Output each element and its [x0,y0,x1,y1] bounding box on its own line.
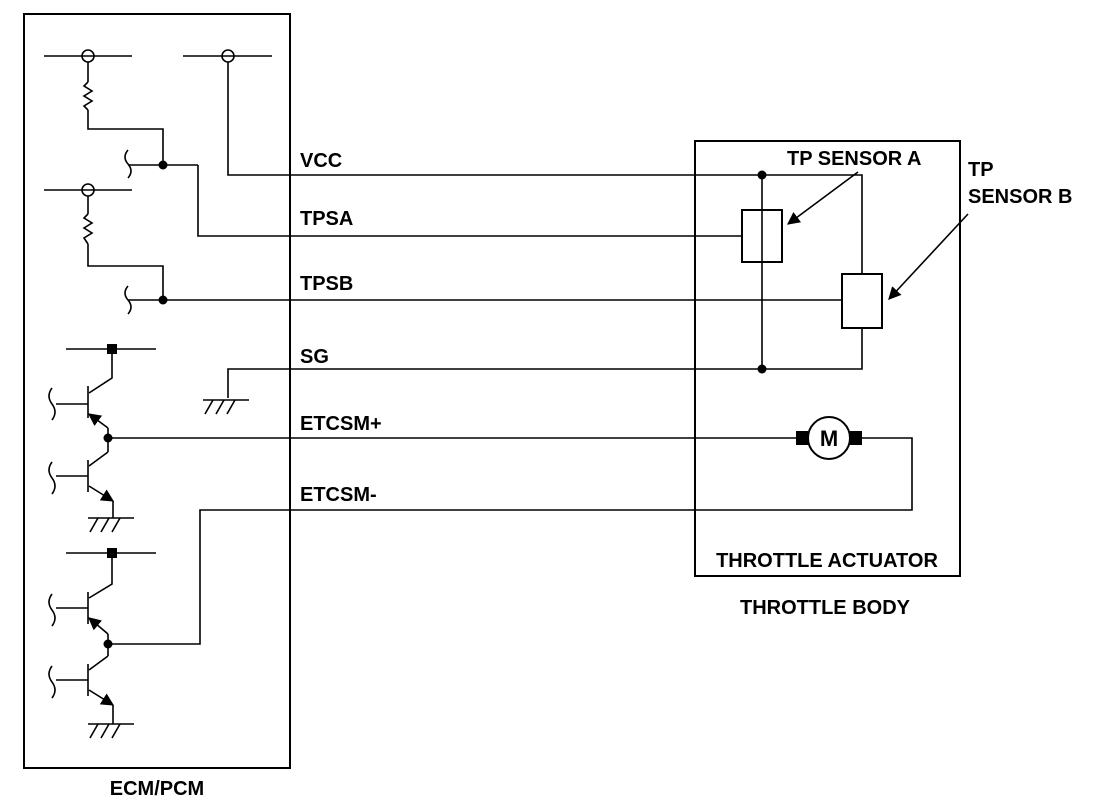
wire-label-vcc: VCC [300,150,342,172]
throttle-actuator-label: THROTTLE ACTUATOR [716,550,938,572]
wire-vcc [227,62,863,274]
wire-sg [227,328,863,398]
tp-sensor-b [841,273,883,329]
wire-label-tpsb: TPSB [300,273,353,295]
tp-sensor-b-label-line2: SENSOR B [968,186,1072,208]
tp-sensor-b-arrow [888,213,969,300]
resistor-circuit-b [44,183,168,315]
ground-icon [203,399,249,415]
wire-label-etcsm-plus: ETCSM+ [300,413,382,435]
resistor-icon [82,81,94,111]
resistor-icon [82,213,94,245]
terminal-icon [107,344,117,354]
motor-icon: M [796,416,862,460]
tp-sensor-a-arrow [786,171,859,225]
transistor-icon [48,386,109,438]
ecm-label: ECM/PCM [110,778,204,800]
ground-icon [88,723,134,739]
wire-label-sg: SG [300,346,329,368]
transistor-pair-plus [48,344,156,533]
transistor-icon [48,592,109,644]
resistor-circuit-a [44,49,198,179]
svg-text:M: M [820,426,838,451]
vcc-source [183,49,272,63]
tp-sensor-a [741,209,783,263]
wire-label-tpsa: TPSA [300,208,353,230]
transistor-icon [48,644,115,724]
wire-tpsa [197,165,742,237]
tp-sensor-b-label-line1: TP [968,159,994,181]
transistor-icon [48,438,115,518]
tp-sensor-a-label: TP SENSOR A [787,148,921,170]
throttle-body-label: THROTTLE BODY [740,597,911,619]
wire-label-etcsm-minus: ETCSM- [300,484,377,506]
ground-icon [88,517,134,533]
throttle-actuator-box [694,140,961,577]
transistor-pair-minus [48,548,156,739]
terminal-icon [107,548,117,558]
ecm-box [23,13,291,769]
wire-etcsm-minus [108,437,913,645]
